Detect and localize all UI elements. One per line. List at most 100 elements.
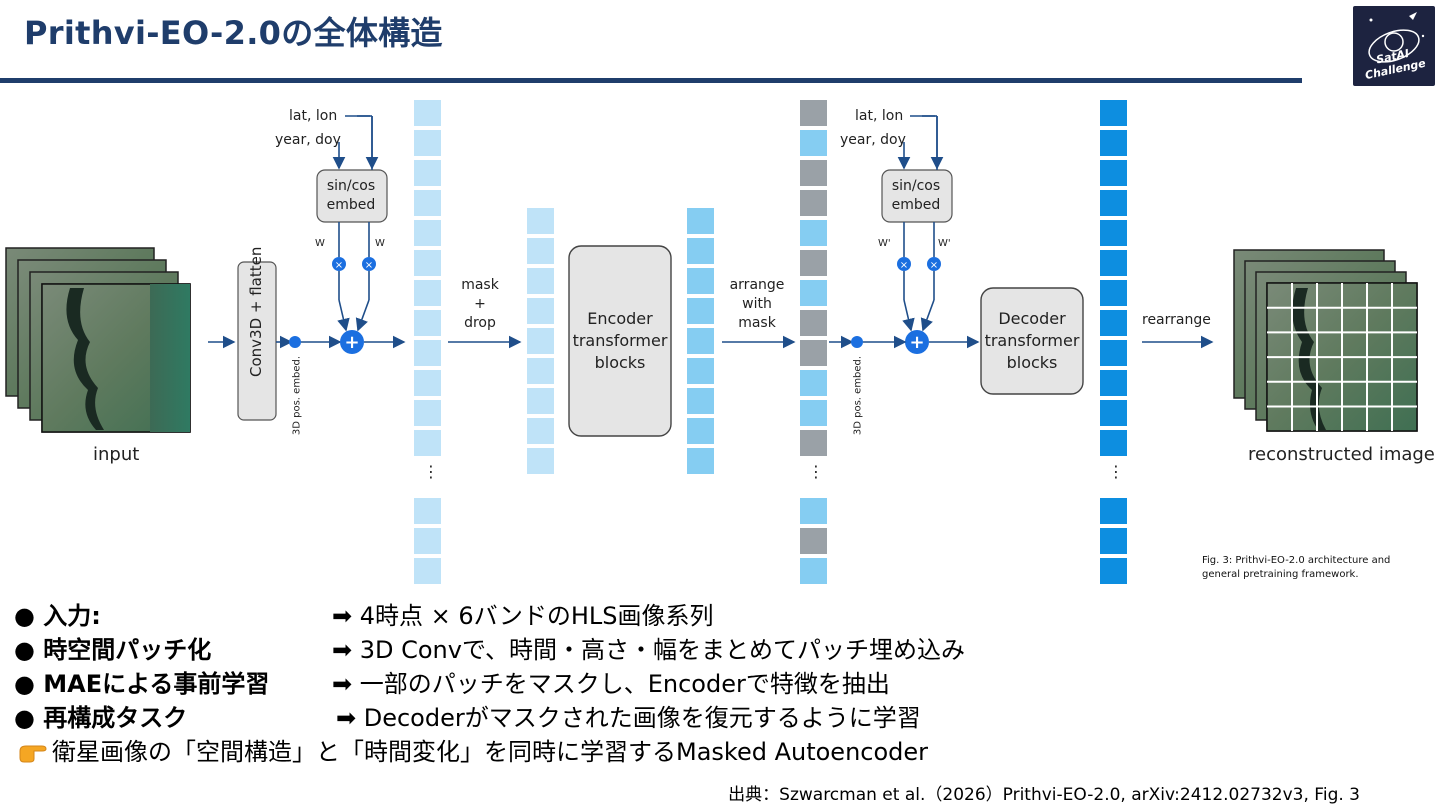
- token-cell: [414, 250, 441, 276]
- arranged-token-cell: [800, 528, 827, 554]
- kept-token-cell: [527, 238, 554, 264]
- kept-token-cell: [527, 298, 554, 324]
- river-shape: [66, 288, 104, 430]
- token-cell: [414, 280, 441, 306]
- arranged-token-cell: [800, 100, 827, 126]
- encoded-token-cell: [687, 238, 714, 264]
- arranged-token-cell: [800, 498, 827, 524]
- latlon-label-1: lat, lon: [289, 108, 338, 124]
- pos-node-2: [851, 336, 863, 348]
- kept-token-cell: [527, 418, 554, 444]
- wt-label-2: W': [878, 238, 891, 249]
- encoded-token-cell: [687, 358, 714, 384]
- arranged-token-cell: [800, 130, 827, 156]
- decoded-token-cell: [1100, 310, 1127, 336]
- decoded-token-cell: [1100, 370, 1127, 396]
- mult-sign: ×: [900, 260, 908, 271]
- encoded-token-cell: [687, 418, 714, 444]
- latlon-label-2: lat, lon: [855, 108, 904, 124]
- token-cell: [414, 220, 441, 246]
- token-cell: [414, 430, 441, 456]
- embed-box: [881, 169, 953, 223]
- kept-token-cell: [527, 328, 554, 354]
- source-citation: 出典：Szwarcman et al.（2026）Prithvi-EO-2.0,…: [728, 785, 1360, 805]
- arranged-token-cell: [800, 190, 827, 216]
- decoded-token-cell: [1100, 400, 1127, 426]
- decoded-token-cell: [1100, 130, 1127, 156]
- decoded-token-cell: [1100, 100, 1127, 126]
- kept-token-cell: [527, 208, 554, 234]
- key-point: 衛星画像の「空間構造」と「時間変化」を同時に学習するMasked Autoenc…: [18, 732, 928, 767]
- bullet-desc: ➡ Decoderがマスクされた画像を復元するように学習: [336, 704, 921, 732]
- mask-drop-label: mask + drop: [461, 277, 499, 331]
- input-label: input: [93, 444, 140, 465]
- architecture-svg: ××+××+: [5, 100, 1418, 584]
- add-sign: +: [909, 332, 924, 353]
- token-cell: [414, 498, 441, 524]
- token-cell: [414, 528, 441, 554]
- arrow-to-add-t: [337, 299, 350, 332]
- wl-label-1: W: [375, 238, 385, 249]
- arranged-token-cell: [800, 280, 827, 306]
- key-point-text: 衛星画像の「空間構造」と「時間変化」を同時に学習するMasked Autoenc…: [52, 738, 929, 766]
- wl-label-2: W': [938, 238, 951, 249]
- page-title: Prithvi-EO-2.0の全体構造: [24, 14, 443, 52]
- embed-box: [316, 169, 388, 223]
- yeardoy-label-1: year, doy: [275, 132, 341, 148]
- add-sign: +: [344, 332, 359, 353]
- ellipsis-2: ⋮: [808, 462, 824, 481]
- mult-sign: ×: [365, 260, 373, 271]
- figure-caption: Fig. 3: Prithvi-EO-2.0 architecture and …: [1202, 555, 1391, 580]
- decoded-token-cell: [1100, 430, 1127, 456]
- decoded-token-cell: [1100, 250, 1127, 276]
- arranged-token-cell: [800, 160, 827, 186]
- token-cell: [414, 160, 441, 186]
- arranged-token-cell: [800, 558, 827, 584]
- sea-area: [150, 284, 190, 432]
- rocket-icon: [1368, 12, 1425, 63]
- conv-label: Conv3D + flatten: [247, 247, 265, 377]
- arranged-token-cell: [800, 340, 827, 366]
- decoded-token-cell: [1100, 558, 1127, 584]
- encoder-label: Encoder transformer blocks: [572, 309, 668, 372]
- decoded-token-cell: [1100, 528, 1127, 554]
- decoder-box: [980, 287, 1084, 395]
- mult-node-l: [927, 257, 941, 271]
- conv-box: [237, 261, 277, 421]
- mult-node-t: [332, 257, 346, 271]
- arrow-to-add-l: [355, 299, 370, 332]
- arrow-to-add-l: [920, 299, 935, 332]
- decoder-label: Decoder transformer blocks: [984, 309, 1080, 372]
- token-cell: [414, 310, 441, 336]
- encoder-box: [568, 245, 672, 437]
- bullet-term: ● 再構成タスク: [14, 704, 188, 732]
- title-divider: [0, 78, 1302, 83]
- arranged-token-cell: [800, 250, 827, 276]
- encoded-token-cell: [687, 208, 714, 234]
- decoded-token-cell: [1100, 280, 1127, 306]
- ellipsis-1: ⋮: [423, 462, 439, 481]
- encoded-token-cell: [687, 448, 714, 474]
- arranged-token-cell: [800, 400, 827, 426]
- arranged-token-cell: [800, 310, 827, 336]
- kept-token-cell: [527, 448, 554, 474]
- kept-token-cell: [527, 388, 554, 414]
- bullet-term: ● 時空間パッチ化: [14, 636, 212, 664]
- arranged-token-cell: [800, 220, 827, 246]
- pos-node-1: [289, 336, 301, 348]
- token-cell: [414, 400, 441, 426]
- embed-box-label-1: sin/cos embed: [326, 178, 376, 213]
- decoded-token-cell: [1100, 340, 1127, 366]
- token-cell: [414, 190, 441, 216]
- arranged-token-cell: [800, 430, 827, 456]
- pos-embed-label-2: 3D pos. embed.: [852, 355, 864, 436]
- embed-box-label-2: sin/cos embed: [891, 178, 941, 213]
- kept-token-cell: [527, 268, 554, 294]
- challenge-logo: SatAI Challenge: [1353, 6, 1435, 86]
- mult-node-t: [897, 257, 911, 271]
- rearrange-label: rearrange: [1142, 312, 1211, 328]
- arrange-label: arrange with mask: [729, 277, 785, 331]
- add-node: [340, 330, 364, 354]
- decoded-token-cell: [1100, 160, 1127, 186]
- token-cell: [414, 130, 441, 156]
